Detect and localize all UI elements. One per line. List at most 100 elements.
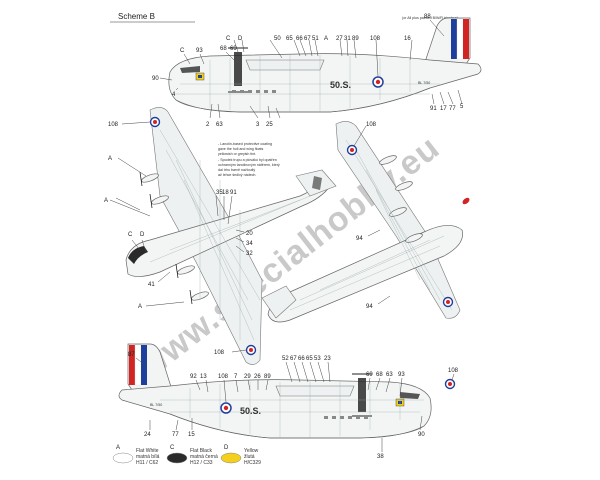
fuselage-code-bottom: 50.S. (240, 406, 261, 416)
fuselage-code-top: 50.S. (330, 80, 351, 90)
callout-label: 93 (196, 48, 203, 54)
callout-label: matná černá (190, 454, 218, 460)
callout-label: 93 (398, 372, 405, 378)
callout-label: 65 (286, 36, 293, 42)
callout-label: 26 (254, 374, 261, 380)
callout-label: 91 (230, 190, 237, 196)
callout-label: 91 (430, 106, 437, 112)
legend-item-yellow: D Yellow žlutá H/C329 (220, 445, 261, 466)
swatch-black (166, 452, 188, 464)
callout-label: 23 (324, 356, 331, 362)
callout-label: 63 (386, 372, 393, 378)
swatch-white (112, 452, 134, 464)
callout-label: D (238, 36, 243, 42)
callout-label: 94 (356, 236, 363, 242)
callout-label: 50 (274, 36, 281, 42)
callout-label: dal trhu barvě nažloutlý (218, 168, 255, 172)
callout-label: 4 (172, 92, 176, 98)
callout-label: 90 (418, 432, 425, 438)
callout-label: 25 (266, 122, 273, 128)
callout-label: 63 (216, 122, 223, 128)
callout-label: 67 (290, 356, 297, 362)
tricolour-blue (451, 19, 457, 59)
side-profile-bottom: 50.S. BL 7/50 (118, 343, 456, 452)
callout-label: D (140, 232, 145, 238)
callout-label: A (324, 36, 328, 42)
callout-label: 108 (366, 122, 377, 128)
callout-label: 52 (282, 356, 289, 362)
callout-label: 77 (172, 432, 179, 438)
callout-label: H11 / C62 (136, 460, 158, 466)
callout-label: matná bílá (136, 454, 160, 460)
callout-label: až lehce šedivý nádech. (218, 173, 256, 177)
color-legend: A Flat White matná bílá H11 / C62 C Flat… (112, 445, 261, 466)
callout-label: 15 (188, 432, 195, 438)
callout-label: 3 (256, 122, 260, 128)
serial-bottom: BL 7/50 (150, 403, 162, 407)
callout-label: 35 (216, 190, 223, 196)
callout-label: Yellow (244, 448, 259, 454)
tricolour-red (463, 19, 469, 59)
side-profile-top: 50.S. BL 7/50 (159, 17, 482, 119)
callout-label: žlutá (244, 454, 255, 460)
callout-label: A (108, 156, 112, 162)
callout-label: 34 (246, 241, 253, 247)
lower-plan-callouts: 108 94 94 (356, 122, 377, 310)
callout-label: 5 (460, 104, 464, 110)
callout-label: A (104, 198, 108, 204)
callout-label: gave the hull and wing floats (218, 147, 264, 151)
legend-item-black: C Flat Black matná černá H12 / C33 (166, 445, 218, 466)
callout-label: 16 (404, 36, 411, 42)
callout-label: 17 (440, 106, 447, 112)
callout-label: 53 (314, 356, 321, 362)
callout-label: A (138, 304, 142, 310)
callout-label: 41 (148, 282, 155, 288)
callout-label: 38 (377, 454, 384, 460)
callout-label: 31 (344, 36, 351, 42)
callout-label: H12 / C33 (190, 460, 213, 466)
callout-label: 90 (152, 76, 159, 82)
callout-label: 27 (336, 36, 343, 42)
callout-label: yellowish or greyish tint. (218, 152, 256, 156)
plan-view-upper (109, 107, 337, 365)
swatch-yellow (220, 452, 242, 464)
callout-label: 24 (144, 432, 151, 438)
callout-label: C (180, 48, 185, 54)
callout-label: 65 (306, 356, 313, 362)
callout-label: Flat Black (190, 448, 212, 454)
callout-label: 94 (366, 304, 373, 310)
serial-top: BL 7/50 (418, 81, 430, 85)
callout-label: A (116, 445, 120, 451)
callout-label: 108 (214, 350, 225, 356)
callout-label: 67 (304, 36, 311, 42)
callout-label: 88 (424, 14, 431, 20)
callout-label: 66 (298, 356, 305, 362)
callout-label: 68 (376, 372, 383, 378)
callout-label: 68 (220, 46, 227, 52)
callout-label: 69 (366, 372, 373, 378)
coating-note: - Lanolin-based protective coating gave … (218, 142, 280, 177)
callout-label: 87 (128, 352, 135, 358)
plan-view-lower (261, 121, 470, 323)
callout-label: 108 (108, 122, 119, 128)
callout-label: 89 (352, 36, 359, 42)
callout-label: 32 (246, 251, 253, 257)
scheme-title: Scheme B (or All plus painted B/W/R tric… (110, 12, 458, 23)
callout-label: C (170, 445, 175, 451)
callout-label: Flat White (136, 448, 159, 454)
top-profile-callouts: C 93 68 C D 69 50 65 66 67 51 A 27 31 89… (152, 14, 464, 128)
callout-label: 29 (244, 374, 251, 380)
callout-label: 20 (246, 231, 253, 237)
callout-label: - Lanolin-based protective coating (218, 142, 272, 146)
callout-label: C (128, 232, 133, 238)
callout-label: 69 (230, 46, 237, 52)
callout-label: H/C329 (244, 460, 261, 466)
callout-label: 108 (370, 36, 381, 42)
callout-label: 92 (190, 374, 197, 380)
callout-label: 2 (206, 122, 210, 128)
callout-label: C (226, 36, 231, 42)
bottom-profile-callouts: 87 92 13 108 7 29 26 89 52 67 66 65 53 2… (128, 352, 459, 460)
legend-item-white: A Flat White matná bílá H11 / C62 (112, 445, 160, 466)
